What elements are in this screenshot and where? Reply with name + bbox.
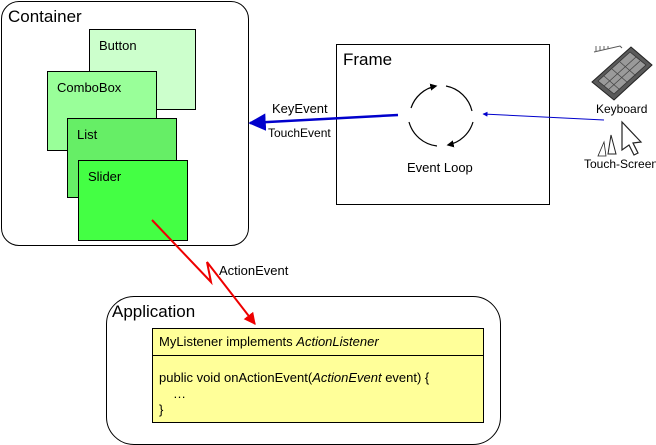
event-loop-icon	[408, 83, 474, 148]
slider-widget: Slider	[78, 160, 188, 241]
listener-body: public void onActionEvent(ActionEvent ev…	[152, 356, 484, 423]
dispatch-event-arrow	[248, 113, 399, 131]
code-signature-prefix: public void onActionEvent(	[159, 370, 313, 385]
action-event-label: ActionEvent	[219, 263, 289, 278]
combobox-widget-label: ComboBox	[57, 80, 122, 95]
keyboard-icon	[591, 45, 653, 101]
key-event-label: KeyEvent	[272, 101, 328, 116]
listener-header-text: MyListener implements ActionListener	[159, 333, 379, 351]
listener-interface-name: ActionListener	[296, 334, 379, 349]
touch-screen-label: Touch-Screen	[584, 157, 656, 171]
listener-header: MyListener implements ActionListener	[152, 328, 484, 356]
container-title: Container	[8, 7, 82, 26]
code-signature-suffix: event) {	[381, 370, 430, 385]
code-line-close: }	[159, 402, 164, 417]
input-event-arrow	[482, 111, 605, 121]
touch-event-label: TouchEvent	[268, 126, 331, 140]
frame-box	[336, 44, 550, 205]
keyboard-label: Keyboard	[596, 102, 648, 116]
slider-widget-label: Slider	[88, 169, 122, 184]
code-line-signature: public void onActionEvent(ActionEvent ev…	[159, 369, 429, 387]
event-loop-label: Event Loop	[407, 160, 473, 175]
button-widget-label: Button	[99, 38, 137, 53]
cursor-icon	[597, 120, 643, 157]
action-event-arrow	[151, 219, 256, 325]
code-line-body: …	[173, 386, 186, 401]
application-title: Application	[112, 302, 196, 321]
frame-title: Frame	[343, 50, 393, 69]
list-widget-label: List	[77, 127, 98, 142]
code-signature-type: ActionEvent	[312, 370, 382, 385]
listener-header-prefix: MyListener implements	[159, 334, 297, 349]
